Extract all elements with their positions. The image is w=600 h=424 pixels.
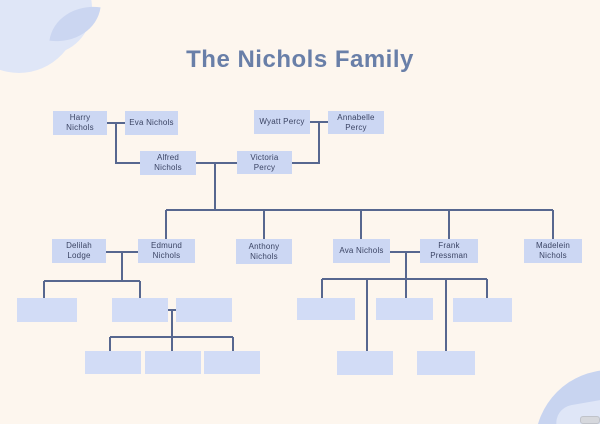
person-name: Frank Pressman bbox=[430, 241, 468, 260]
person-name: Harry Nichols bbox=[66, 113, 94, 132]
person-box-frank: Frank Pressman bbox=[420, 239, 478, 263]
empty-member-box bbox=[176, 298, 232, 322]
empty-member-box bbox=[85, 351, 141, 374]
connector-gen3-distribution bbox=[165, 209, 554, 239]
person-name: Annabelle Percy bbox=[337, 112, 375, 132]
person-box-wyatt: Wyatt Percy bbox=[254, 110, 310, 134]
empty-member-box bbox=[17, 298, 77, 322]
person-name: Edmund Nichols bbox=[151, 241, 182, 260]
person-box-harry: Harry Nichols bbox=[53, 111, 107, 135]
person-name: Victoria Percy bbox=[250, 152, 279, 172]
person-box-anthony: Anthony Nichols bbox=[236, 239, 292, 264]
person-box-edmund: Edmund Nichols bbox=[138, 239, 195, 263]
person-box-victoria: Victoria Percy bbox=[237, 151, 292, 174]
person-name: Anthony Nichols bbox=[248, 241, 280, 261]
person-box-annabelle: Annabelle Percy bbox=[328, 111, 384, 134]
person-name: Ava Nichols bbox=[339, 246, 384, 255]
empty-member-box bbox=[453, 298, 512, 322]
person-box-madelein: Madelein Nichols bbox=[524, 239, 582, 263]
empty-member-box bbox=[297, 298, 355, 320]
person-name: Delilah Lodge bbox=[66, 241, 92, 260]
person-name: Wyatt Percy bbox=[259, 117, 305, 126]
person-box-alfred: Alfred Nichols bbox=[140, 151, 196, 175]
person-box-delilah: Delilah Lodge bbox=[52, 239, 106, 263]
connector-delilah-edmund-union bbox=[43, 251, 141, 298]
page-title: The Nichols Family bbox=[186, 46, 414, 73]
empty-member-box bbox=[204, 351, 260, 374]
connector-wyatt-annabelle-union bbox=[292, 121, 328, 164]
person-box-ava: Ava Nichols bbox=[333, 239, 390, 263]
person-name: Alfred Nichols bbox=[154, 153, 182, 172]
connector-harry-eva-union bbox=[107, 122, 140, 164]
person-name: Eva Nichols bbox=[129, 118, 174, 127]
connector-alfred-victoria-union bbox=[196, 162, 237, 210]
empty-member-box bbox=[112, 298, 168, 322]
connector-left-grandchildren-union bbox=[109, 309, 234, 351]
person-name: Madelein Nichols bbox=[535, 241, 571, 260]
connector-ava-frank-union bbox=[321, 251, 488, 351]
person-box-eva: Eva Nichols bbox=[125, 111, 178, 135]
empty-member-box bbox=[145, 351, 201, 374]
empty-member-box bbox=[337, 351, 393, 375]
empty-member-box bbox=[417, 351, 475, 375]
empty-member-box bbox=[376, 298, 433, 320]
